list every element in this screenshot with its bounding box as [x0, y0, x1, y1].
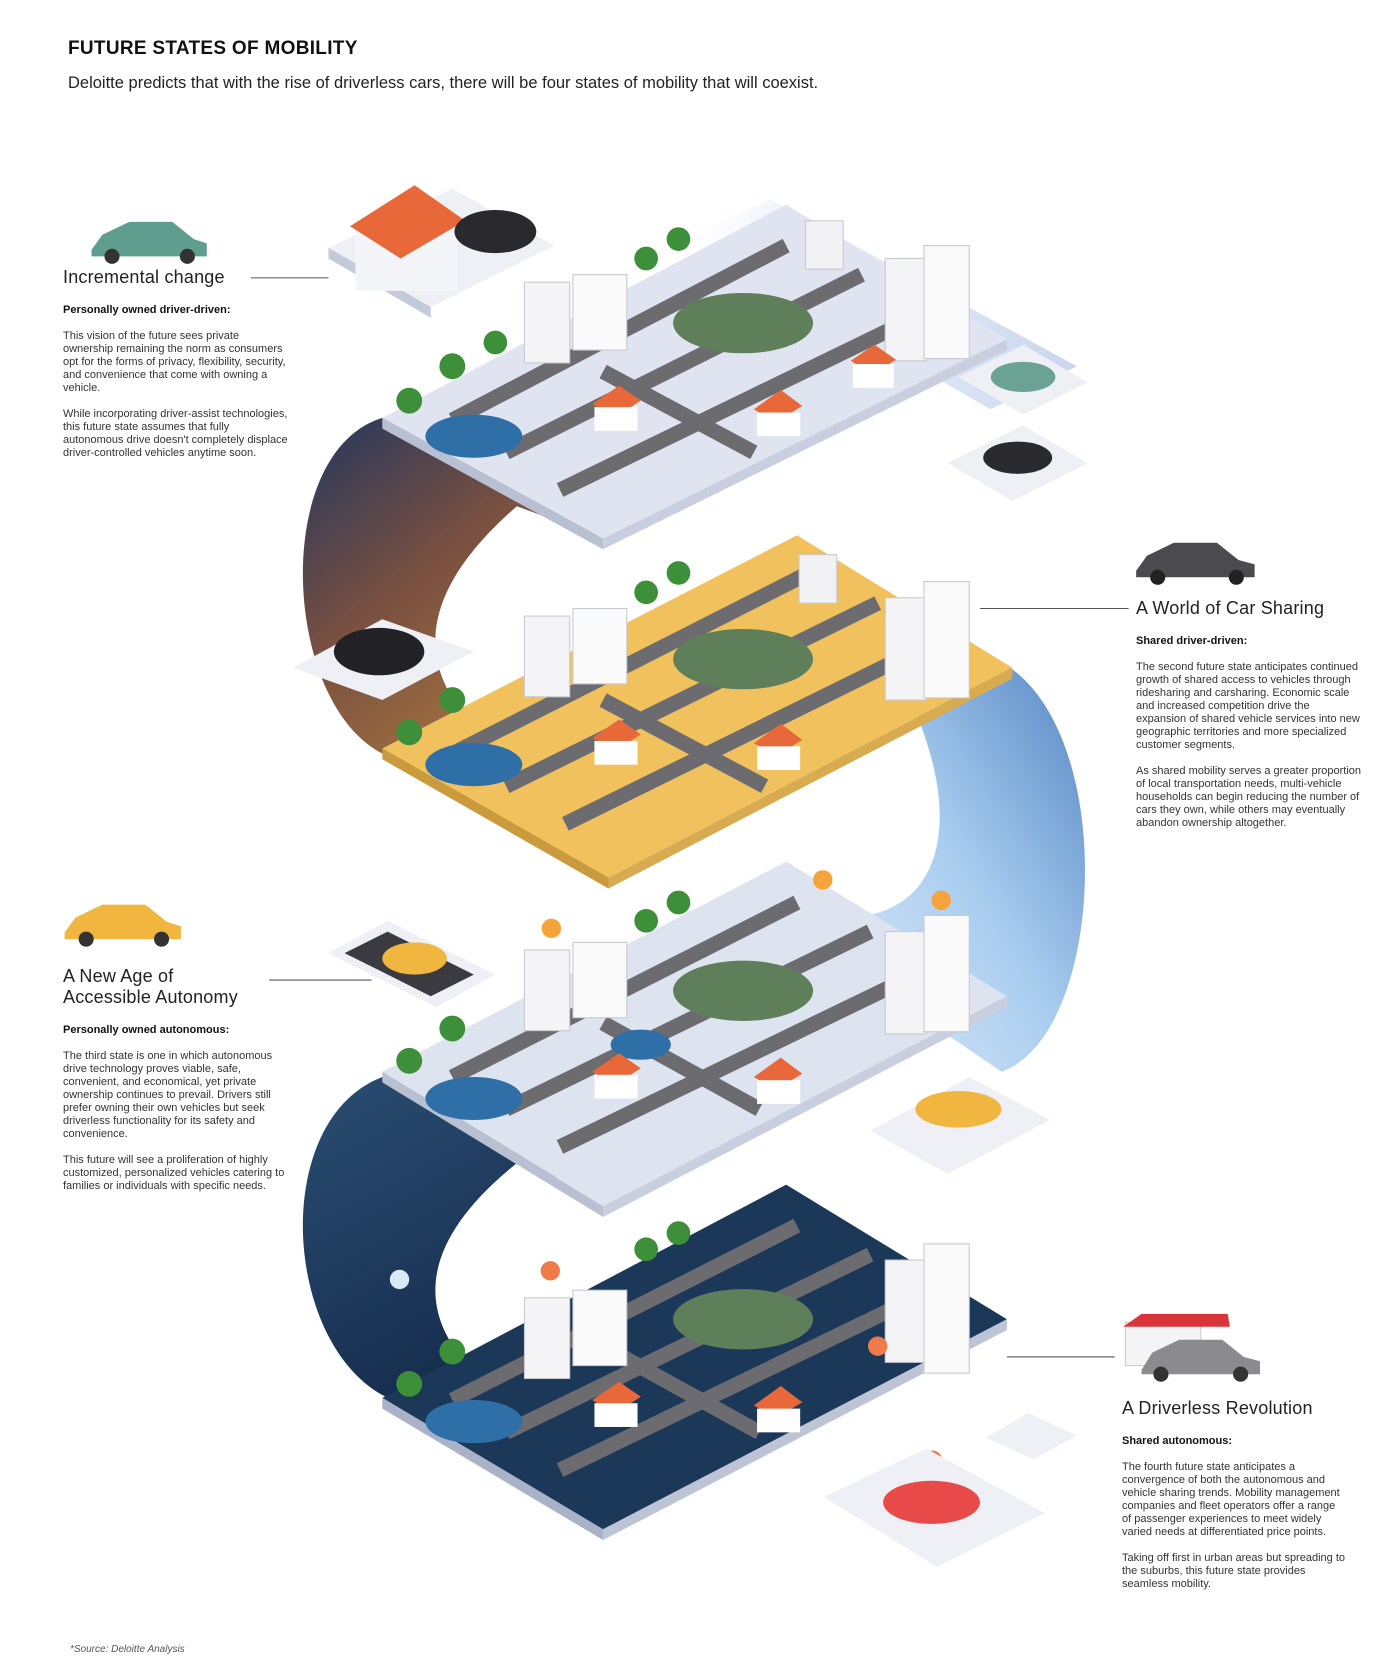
state-car-sharing: A World of Car Sharing Shared driver-dri…	[1136, 598, 1361, 843]
state-incremental-change: Incremental change Personally owned driv…	[63, 267, 288, 473]
connector-lines	[250, 277, 1129, 1358]
state-heading: Incremental change	[63, 267, 225, 287]
state-paragraph: The third state is one in which autonomo…	[63, 1050, 273, 1140]
state-heading: A New Age of Accessible Autonomy	[63, 966, 238, 1007]
page-subtitle: Deloitte predicts that with the rise of …	[68, 74, 819, 92]
ribbon-night	[302, 1076, 647, 1530]
state-kind: Personally owned driver-driven:	[63, 304, 231, 316]
car-icon-incremental	[91, 221, 207, 264]
parking-platforms	[947, 344, 1088, 501]
house-platform	[328, 185, 555, 318]
layer-driverless-revolution	[382, 1184, 1007, 1541]
state-paragraph: This future will see a proliferation of …	[63, 1154, 285, 1192]
state-heading: A Driverless Revolution	[1122, 1398, 1313, 1418]
ribbon-dusk	[302, 417, 647, 884]
state-paragraph: Taking off first in urban areas but spre…	[1122, 1552, 1345, 1590]
layer-car-sharing	[382, 535, 1013, 889]
state-heading: A World of Car Sharing	[1136, 598, 1325, 618]
state-driverless-revolution: A Driverless Revolution Shared autonomou…	[1122, 1398, 1347, 1604]
car-icon-car-sharing	[1136, 542, 1255, 585]
layer-incremental-change	[382, 204, 1007, 550]
layer-accessible-autonomy	[382, 861, 1007, 1217]
state-paragraph: While incorporating driver-assist techno…	[63, 408, 288, 459]
location-pin-icon	[541, 870, 951, 939]
source-note: *Source: Deloitte Analysis	[70, 1644, 185, 1655]
state-kind: Personally owned autonomous:	[63, 1024, 230, 1036]
rideshare-platform	[292, 619, 474, 701]
state-kind: Shared driver-driven:	[1136, 635, 1248, 647]
state-kind: Shared autonomous:	[1122, 1435, 1233, 1447]
driverless-platforms	[823, 1412, 1077, 1567]
car-icon-autonomy	[64, 904, 181, 947]
autonomy-platform	[328, 920, 1050, 1174]
state-accessible-autonomy: A New Age of Accessible Autonomy Persona…	[63, 966, 288, 1206]
state-paragraph: As shared mobility serves a greater prop…	[1136, 765, 1361, 829]
state-paragraph: The second future state anticipates cont…	[1136, 661, 1360, 751]
state-paragraph: The fourth future state anticipates a co…	[1122, 1461, 1340, 1538]
page-title: FUTURE STATES OF MOBILITY	[68, 38, 358, 59]
moon-icon	[389, 1269, 410, 1290]
state-paragraph: This vision of the future sees private o…	[63, 330, 286, 394]
house-and-car-icon-driverless	[1123, 1313, 1260, 1382]
